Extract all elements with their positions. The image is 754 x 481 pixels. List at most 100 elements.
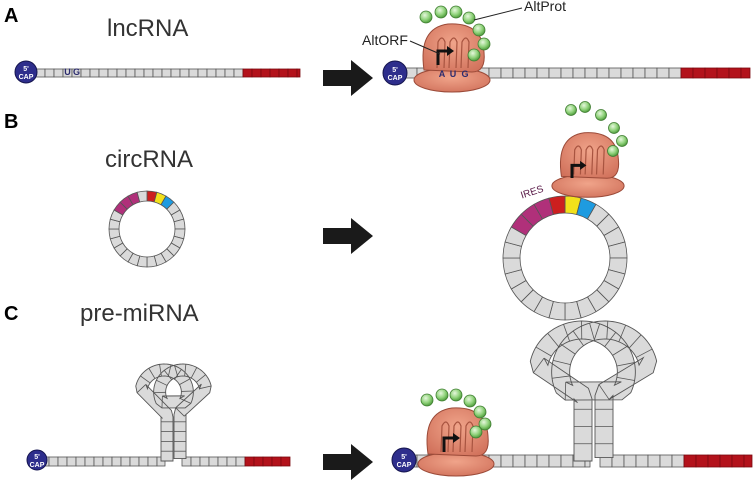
codon-letter: U <box>64 67 71 77</box>
altorf-label: AltORF <box>362 32 408 48</box>
peptide-bead-icon <box>435 388 449 402</box>
poly-a-segment <box>244 456 255 467</box>
hairpin-tube <box>529 320 658 462</box>
hairpin-segment-line <box>199 385 212 390</box>
cap-label-top: 5' <box>392 67 398 74</box>
rna-segment <box>152 68 163 78</box>
process-arrows <box>323 60 373 480</box>
hairpin-segment-line <box>616 362 635 367</box>
poly-a-segment <box>253 456 264 467</box>
hairpin-segment-line <box>156 379 168 386</box>
rna-segment <box>120 456 131 467</box>
rna-segment <box>206 68 217 78</box>
hairpin-segment-line <box>564 382 567 401</box>
altorf-leader <box>409 40 441 55</box>
peptide-bead-icon <box>420 393 434 407</box>
hairpin-segment-line <box>618 324 627 342</box>
hairpin-segment-line <box>628 334 642 349</box>
cap-icon <box>14 60 38 84</box>
rna-segment <box>224 68 235 78</box>
cap-label-top: 5' <box>401 454 407 461</box>
peptide-bead-icon <box>449 388 463 402</box>
hairpin-segment-line <box>552 359 571 366</box>
codon-red-cell <box>66 456 77 467</box>
peptide-bead-icon <box>595 109 607 121</box>
hairpin-segment-line <box>163 370 173 381</box>
peptide-bead-icon <box>467 48 481 62</box>
poly-a-segment <box>278 68 289 78</box>
codon-blue-cell <box>84 456 95 467</box>
hairpin-segment-line <box>547 333 560 348</box>
hairpin-segment-line <box>179 397 191 404</box>
codon-red-segment <box>548 195 566 216</box>
rna-segment <box>536 454 550 468</box>
poly-a-segment <box>704 67 718 79</box>
poly-a-segment <box>683 454 697 468</box>
hairpin-segment-line <box>551 375 570 379</box>
rna-segment <box>226 456 237 467</box>
rna-segment <box>48 456 59 467</box>
peptide-bead-icon <box>469 425 483 439</box>
rna-segment <box>560 67 574 79</box>
peptide-bead-icon <box>419 10 433 24</box>
rna-segment <box>199 456 210 467</box>
cap-label-bottom: CAP <box>397 462 412 469</box>
hairpin-segment-line <box>636 348 653 358</box>
rna-segment <box>170 68 181 78</box>
rna-segment <box>500 454 514 468</box>
hairpin-segment-line <box>136 384 147 393</box>
rna-segment <box>659 454 673 468</box>
rna-segment <box>524 454 538 468</box>
poly-a-segment <box>269 68 280 78</box>
start-arrow-head <box>447 46 454 56</box>
rna-segment <box>116 68 127 78</box>
start-arrow-head <box>580 160 587 170</box>
peptide-bead-icon <box>472 23 486 37</box>
peptide-bead-icon <box>449 5 463 19</box>
rna-segment <box>671 454 685 468</box>
cap-label-bottom: CAP <box>30 462 45 469</box>
rna-segment <box>632 67 646 79</box>
poly-a-segment <box>271 456 282 467</box>
hairpin-segment-line <box>606 321 609 340</box>
process-arrow-icon <box>323 60 373 96</box>
rna-segment <box>161 68 172 78</box>
ring-segment <box>136 190 148 203</box>
peptide-bead-icon <box>473 405 487 419</box>
rna-segment <box>89 68 100 78</box>
circrna-ring-left <box>108 190 186 268</box>
poly-a-segment <box>287 68 298 78</box>
hairpin-segment-line <box>616 376 635 381</box>
trna-loop <box>448 37 458 69</box>
peptide-bead-icon <box>579 101 591 113</box>
rna-segment <box>572 67 586 79</box>
codon-a-cell <box>53 68 64 78</box>
rna-segment <box>584 67 598 79</box>
cap-icon <box>26 449 48 471</box>
rna-segment <box>668 67 682 79</box>
panel-title-pre-mirna: pre-miRNA <box>80 300 199 327</box>
hairpin-segment-line <box>196 374 206 383</box>
hairpin-segment-line <box>174 365 179 377</box>
hairpin-tube <box>135 363 212 462</box>
hairpin-segment-line <box>563 324 571 342</box>
peptide-bead-icon <box>477 37 491 51</box>
codon-letter: G <box>73 67 80 77</box>
peptide-bead-icon <box>616 135 628 147</box>
rna-segment <box>197 68 208 78</box>
rna-segment <box>57 456 68 467</box>
panel-letter-c: C <box>4 303 18 325</box>
rna-segment <box>608 67 622 79</box>
poly-a-segment <box>743 454 753 468</box>
panel-title-circrna: circRNA <box>105 146 193 173</box>
cap-label-bottom: CAP <box>388 75 403 82</box>
hairpin-segment-line <box>184 364 187 377</box>
cap-label-bottom: CAP <box>19 74 34 81</box>
peptide-bead-icon <box>434 5 448 19</box>
hairpin-segment-line <box>612 345 629 356</box>
poly-a-segment <box>692 67 706 79</box>
rna-segment <box>488 67 502 79</box>
rna-segment <box>623 454 637 468</box>
